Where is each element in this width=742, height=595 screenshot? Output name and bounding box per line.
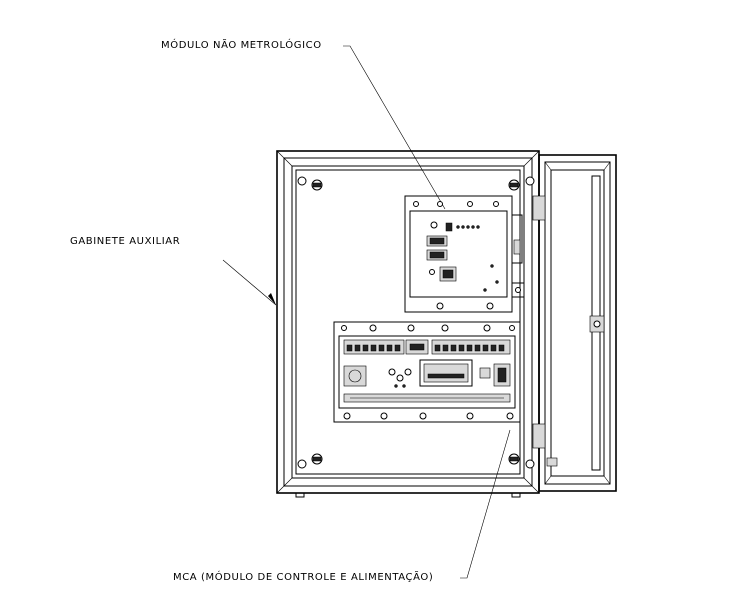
mca-module (333, 321, 521, 423)
keyhole-top-left (297, 176, 323, 191)
leader-mca (460, 429, 511, 579)
terminal-row-right (434, 344, 505, 352)
leader-lines (222, 45, 511, 579)
leader-non-metrological-module (343, 45, 446, 210)
label-auxiliary-cabinet: GABINETE AUXILIAR (70, 236, 181, 247)
auxiliary-cabinet (276, 150, 540, 498)
leader-arrowhead (268, 293, 276, 305)
label-mca: MCA (MÓDULO DE CONTROLE E ALIMENTAÇÃO) (173, 572, 434, 583)
leader-auxiliary-cabinet (222, 259, 277, 306)
cabinet-door (532, 154, 617, 492)
terminal-row-left (346, 344, 401, 352)
keyhole-top-right (508, 176, 535, 191)
mounting-keyholes (297, 176, 535, 469)
keyhole-bottom-right (508, 453, 535, 469)
keyhole-bottom-left (297, 453, 323, 469)
non-metrological-module (404, 195, 525, 313)
label-non-metrological-module: MÓDULO NÃO METROLÓGICO (161, 40, 322, 51)
